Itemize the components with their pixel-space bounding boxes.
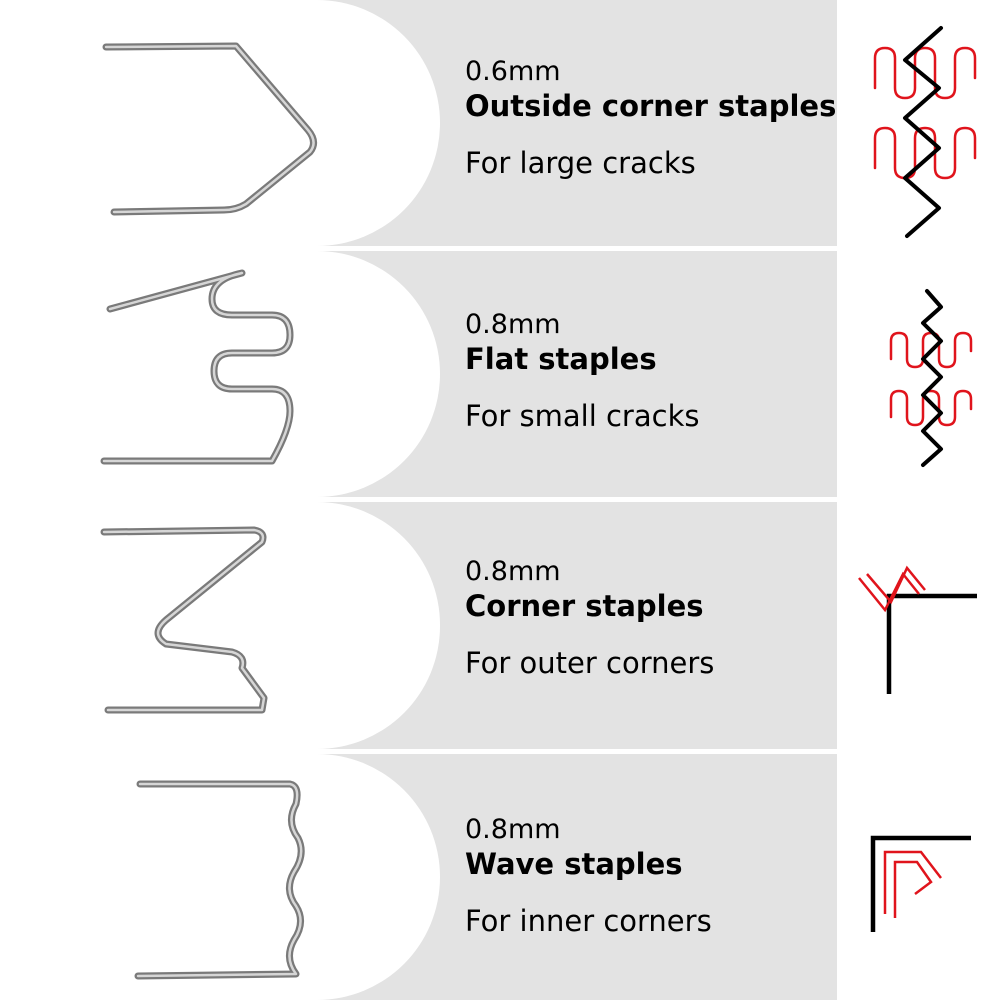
staple-row-wave: 0.8mm Wave staples For inner corners <box>0 754 1000 1000</box>
staple-name: Outside corner staples <box>465 89 837 123</box>
staple-name: Flat staples <box>465 342 657 376</box>
staple-description: For inner corners <box>465 904 712 938</box>
outer-corner-diagram-icon <box>858 565 977 694</box>
usage-diagram-panel <box>837 251 1000 497</box>
wave-staple-icon <box>134 780 305 980</box>
usage-diagram-panel <box>837 754 1000 1000</box>
staple-name: Wave staples <box>465 847 683 881</box>
v-shaped-staple-icon <box>102 42 317 216</box>
staple-info: 0.6mm Outside corner staples For large c… <box>465 56 836 180</box>
staple-photo-panel <box>0 0 440 246</box>
crack-repair-diagram-icon <box>873 26 977 238</box>
staple-size: 0.8mm <box>465 556 561 587</box>
staple-size: 0.6mm <box>465 56 561 87</box>
staple-photo-panel <box>0 251 440 497</box>
staple-photo-panel <box>0 754 440 1000</box>
w-shaped-staple-icon <box>100 526 268 714</box>
usage-diagram-panel <box>837 0 1000 246</box>
usage-diagram-panel <box>837 502 1000 749</box>
staple-photo-panel <box>0 502 440 749</box>
staple-description: For small cracks <box>465 399 700 433</box>
staple-info: 0.8mm Corner staples For outer corners <box>465 556 714 680</box>
staple-row-outside-corner: 0.6mm Outside corner staples For large c… <box>0 0 1000 246</box>
staple-info: 0.8mm Flat staples For small cracks <box>465 309 699 433</box>
staple-size: 0.8mm <box>465 814 561 845</box>
staple-size: 0.8mm <box>465 309 561 340</box>
staple-info: 0.8mm Wave staples For inner corners <box>465 814 712 938</box>
flat-zigzag-staple-icon <box>100 269 294 465</box>
staple-row-flat: 0.8mm Flat staples For small cracks <box>0 251 1000 497</box>
staple-description: For outer corners <box>465 646 715 680</box>
crack-repair-diagram-icon <box>889 289 973 467</box>
staple-row-corner: 0.8mm Corner staples For outer corners <box>0 502 1000 749</box>
inner-corner-diagram-icon <box>870 835 971 932</box>
staple-description: For large cracks <box>465 146 696 180</box>
staple-name: Corner staples <box>465 589 704 623</box>
